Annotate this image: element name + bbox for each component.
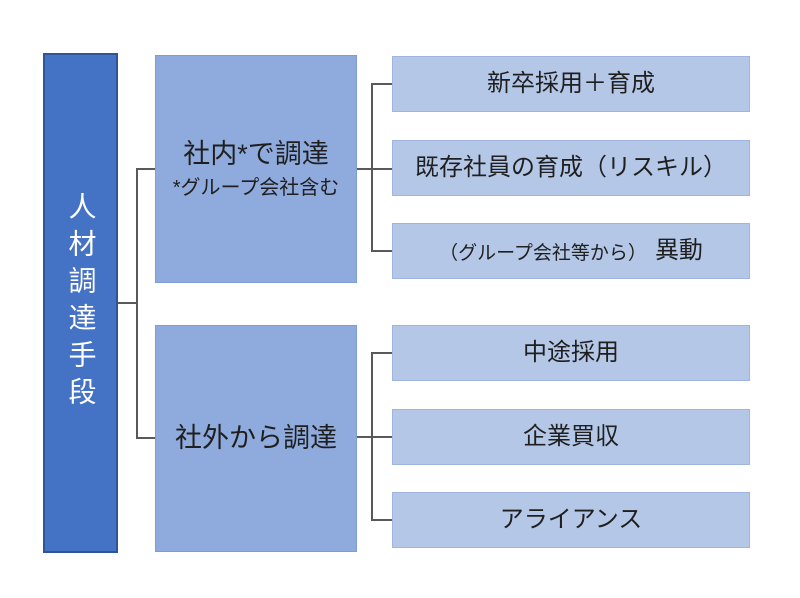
leaf-label: 異動 [654, 236, 703, 264]
connector-stub-leaf-alliance [373, 519, 392, 521]
branch-internal-subtitle: *グループ会社含む [172, 177, 340, 200]
leaf-node-mid-career-hiring: 中途採用 [392, 325, 750, 381]
branch-external-title: 社外から調達 [175, 423, 337, 454]
connector-root-branches-vertical [136, 168, 138, 439]
connector-stub-branch-internal [138, 168, 155, 170]
leaf-label: 企業買収 [523, 422, 619, 450]
leaf-label: 中途採用 [523, 338, 619, 366]
connector-stub-leaf-mid-career [373, 352, 392, 354]
leaf-label: 既存社員の育成（リスキル） [415, 153, 727, 181]
branch-internal-title: 社内*で調達 [183, 138, 329, 169]
leaf-label: 新卒採用＋育成 [487, 69, 655, 97]
root-node-hr-procurement: 人材調達手段 [43, 53, 118, 553]
leaf-label: アライアンス [499, 505, 643, 533]
connector-internal-leaves-vertical [371, 83, 373, 252]
leaf-node-new-grad-hiring: 新卒採用＋育成 [392, 56, 750, 112]
branch-node-external: 社外から調達 [155, 325, 357, 552]
branch-node-internal: 社内*で調達 *グループ会社含む [155, 55, 357, 283]
connector-stub-leaf-new-grad [373, 83, 392, 85]
connector-root-horizontal [118, 302, 137, 304]
leaf-node-acquisition: 企業買収 [392, 409, 750, 465]
leaf-node-alliance: アライアンス [392, 492, 750, 548]
connector-stub-branch-external [138, 437, 155, 439]
leaf-node-reskilling: 既存社員の育成（リスキル） [392, 140, 750, 196]
root-node-label: 人材調達手段 [65, 192, 97, 414]
leaf-node-transfer: （グループ会社等から） 異動 [392, 223, 750, 279]
connector-internal-through [357, 168, 392, 170]
connector-stub-leaf-transfer [373, 250, 392, 252]
connector-external-through [357, 436, 392, 438]
leaf-label-prefix: （グループ会社等から） [439, 242, 647, 264]
